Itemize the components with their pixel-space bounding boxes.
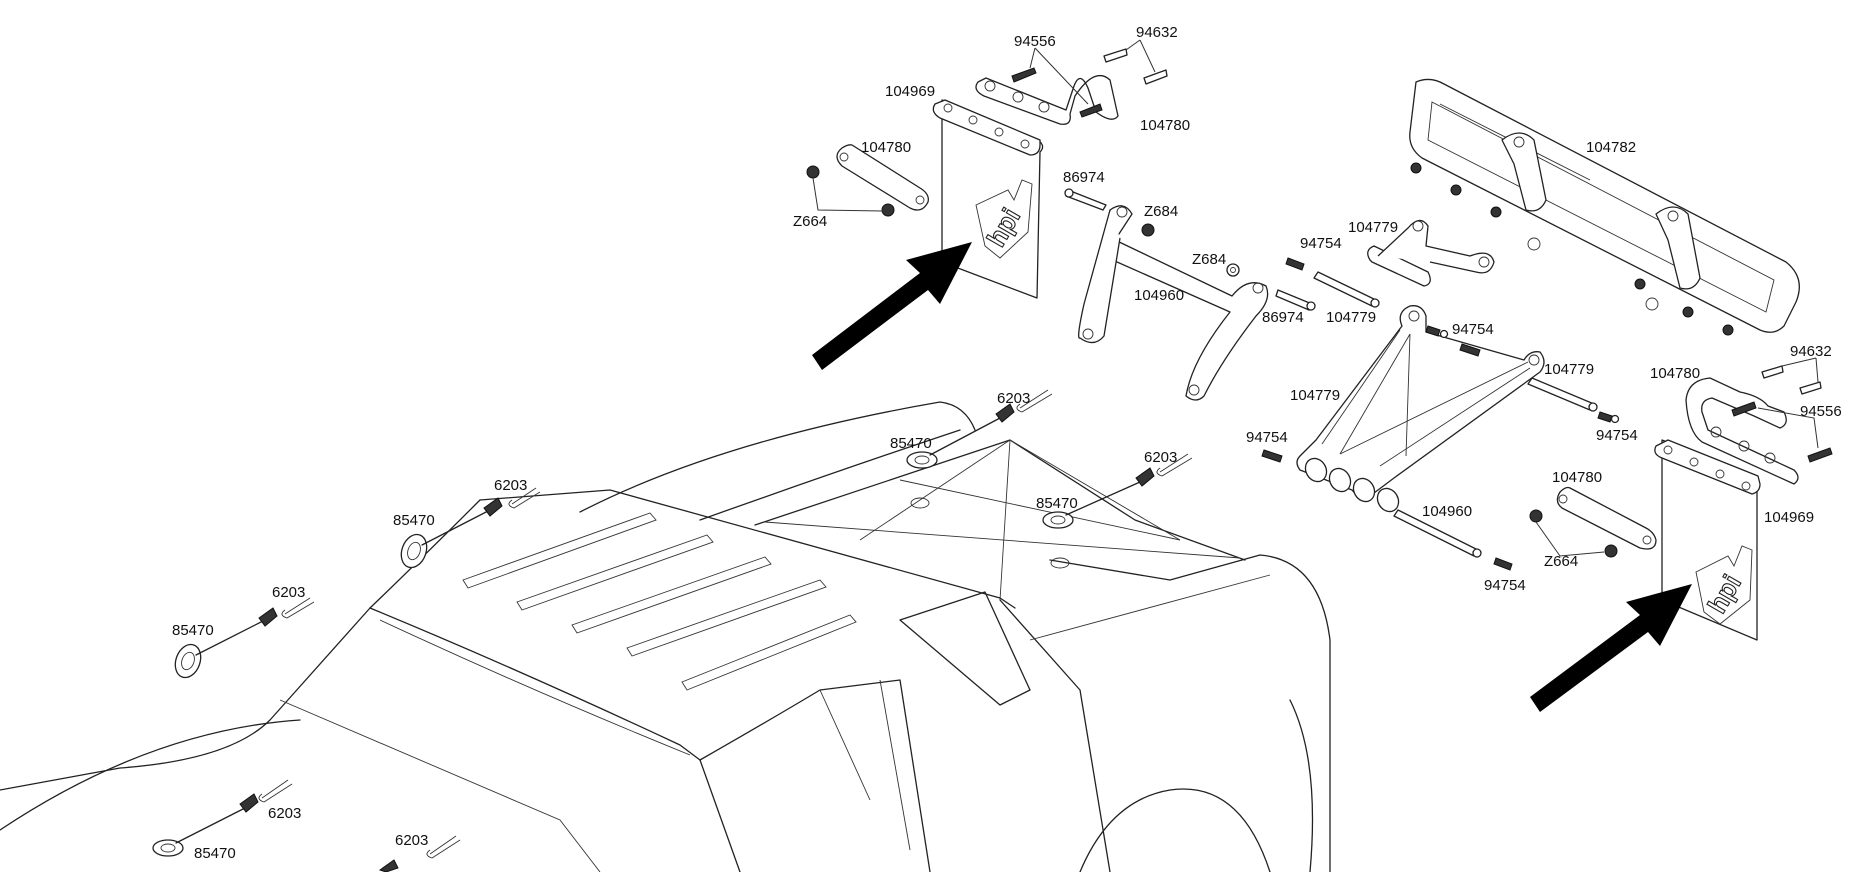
label-104779-top: 104779 bbox=[1348, 219, 1398, 236]
pin-104779-b bbox=[1527, 377, 1598, 412]
label-94632-right: 94632 bbox=[1790, 343, 1832, 360]
nut-z684-a bbox=[1141, 223, 1155, 237]
pin-104960-rear bbox=[1393, 509, 1482, 558]
label-94556-top: 94556 bbox=[1014, 33, 1056, 50]
label-85470-e: 85470 bbox=[194, 845, 236, 862]
screw-94556-top bbox=[1011, 47, 1103, 118]
pin-86974-b bbox=[1275, 289, 1316, 311]
label-104780-righthoop: 104780 bbox=[1650, 365, 1700, 382]
wing-mount-104779-lower bbox=[1296, 305, 1545, 513]
body-clip-6203-e bbox=[258, 779, 293, 803]
label-94754-a: 94754 bbox=[1300, 235, 1342, 252]
label-94754-c: 94754 bbox=[1596, 427, 1638, 444]
label-6203-c: 6203 bbox=[997, 390, 1030, 407]
label-z684-b: Z684 bbox=[1192, 251, 1226, 268]
pointer-arrow-right bbox=[1530, 584, 1692, 712]
body-clip-6203-c bbox=[1016, 389, 1053, 413]
label-104779-pin: 104779 bbox=[1326, 309, 1376, 326]
truck-body-shell bbox=[0, 401, 1331, 873]
body-clip-6203-b bbox=[281, 597, 315, 619]
label-104780-topleft: 104780 bbox=[861, 139, 911, 156]
label-6203-e: 6203 bbox=[268, 805, 301, 822]
wing-mount-104779-upper bbox=[1367, 219, 1495, 287]
bumper-mount-posts bbox=[1501, 132, 1701, 311]
label-85470-d: 85470 bbox=[1036, 495, 1078, 512]
body-clip-6203-d bbox=[1156, 453, 1193, 477]
screw-94754-b bbox=[1425, 325, 1449, 339]
bumper-bolts bbox=[1410, 162, 1734, 336]
link-104780-left bbox=[836, 144, 929, 211]
label-85470-b: 85470 bbox=[172, 622, 214, 639]
screw-94754-d bbox=[1597, 411, 1620, 424]
body-pin-85470-b bbox=[174, 607, 278, 679]
pointer-arrow-left bbox=[812, 242, 972, 370]
label-94632-top: 94632 bbox=[1136, 24, 1178, 41]
body-clip-6203-a bbox=[508, 487, 541, 509]
label-z664-right: Z664 bbox=[1544, 553, 1578, 570]
label-104969-left: 104969 bbox=[885, 83, 935, 100]
bumper-104782 bbox=[1409, 78, 1800, 336]
label-z664-top: Z664 bbox=[793, 213, 827, 230]
label-104782: 104782 bbox=[1586, 139, 1636, 156]
screw-94754-e bbox=[1261, 449, 1283, 463]
label-85470-c: 85470 bbox=[890, 435, 932, 452]
label-6203-b: 6203 bbox=[272, 584, 305, 601]
body-pin-85470-a bbox=[400, 497, 503, 569]
mount-hoop-104780-topleft bbox=[975, 75, 1119, 125]
label-6203-d: 6203 bbox=[1144, 449, 1177, 466]
nut-z664-left bbox=[806, 165, 895, 217]
body-pin-85470-e bbox=[152, 793, 259, 857]
pin-104779-a bbox=[1313, 271, 1380, 308]
roof-vent-slots bbox=[462, 512, 857, 691]
label-94754-b: 94754 bbox=[1452, 321, 1494, 338]
wing-mount-knuckles bbox=[1304, 457, 1400, 513]
label-6203-a: 6203 bbox=[494, 477, 527, 494]
screw-94632-top bbox=[1103, 39, 1168, 85]
screw-94754-f bbox=[1493, 557, 1513, 571]
label-94754-e: 94754 bbox=[1484, 577, 1526, 594]
link-104780-right bbox=[1556, 486, 1657, 550]
screw-94754-a bbox=[1285, 257, 1305, 271]
nut-z664-right bbox=[1529, 509, 1618, 558]
label-104779-arm: 104779 bbox=[1290, 387, 1340, 404]
label-86974-a: 86974 bbox=[1063, 169, 1105, 186]
label-94754-d: 94754 bbox=[1246, 429, 1288, 446]
body-pin-85470-c bbox=[906, 403, 1015, 469]
label-104780-topright: 104780 bbox=[1140, 117, 1190, 134]
label-z684-a: Z684 bbox=[1144, 203, 1178, 220]
body-pin-85470-d bbox=[1042, 467, 1155, 529]
label-104969-right: 104969 bbox=[1764, 509, 1814, 526]
screw-94632-right bbox=[1761, 357, 1822, 395]
nut-z684-b bbox=[1226, 263, 1240, 277]
label-85470-a: 85470 bbox=[393, 512, 435, 529]
label-104960-b: 104960 bbox=[1422, 503, 1472, 520]
body-clip-6203-f bbox=[378, 835, 461, 873]
label-104780-rightlink: 104780 bbox=[1552, 469, 1602, 486]
pin-86974-a bbox=[1064, 188, 1107, 211]
label-6203-f: 6203 bbox=[395, 832, 428, 849]
label-104779-pin2: 104779 bbox=[1544, 361, 1594, 378]
label-104960-a: 104960 bbox=[1134, 287, 1184, 304]
label-94556-right: 94556 bbox=[1800, 403, 1842, 420]
screw-94556-right bbox=[1731, 401, 1833, 463]
screw-94754-c bbox=[1459, 343, 1481, 357]
label-86974-b: 86974 bbox=[1262, 309, 1304, 326]
brace-104960 bbox=[1078, 205, 1269, 401]
